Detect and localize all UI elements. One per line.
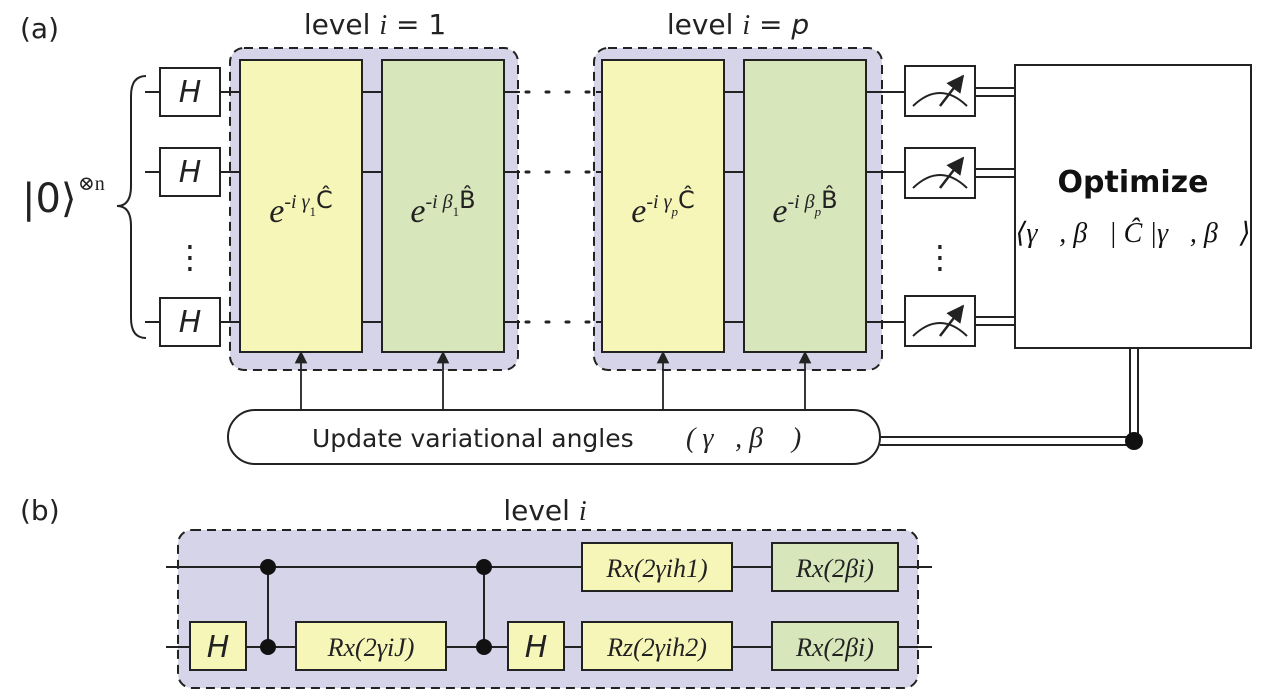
update-angles-params: ( γ⃗, β⃗ ) (686, 423, 801, 454)
rx-beta-gate-bottom-label: Rx(2βi) (795, 633, 874, 662)
cz-gate (476, 559, 492, 655)
svg-text:H: H (179, 75, 202, 110)
meter-icon (904, 65, 976, 117)
parameter-arrows (294, 350, 812, 410)
mixer-gate-p (743, 59, 867, 353)
rx-beta-gate-bottom (771, 621, 899, 671)
level-1-header: level i = 1 (304, 8, 446, 41)
hadamard-gate-b2-label: H (525, 630, 548, 665)
level-p-header: level i = p (667, 8, 809, 41)
mixer-gate-p-label: e-i βpB̂ (772, 186, 837, 230)
mixer-gate-1-label: e-i β1B̂ (410, 186, 475, 230)
input-brace (116, 75, 147, 339)
feedback-node (1125, 432, 1143, 450)
wire-ellipsis (524, 90, 594, 324)
optimize-title: Optimize (1058, 165, 1209, 200)
hadamard-column: H H ⋮ H (159, 67, 221, 347)
update-angles-box (227, 409, 881, 465)
meter-icon (904, 295, 976, 347)
rx-beta-gate-top-label: Rx(2βi) (795, 554, 874, 583)
cz-gate (260, 559, 276, 655)
meter-icon (904, 147, 976, 199)
mixer-gate-1 (381, 59, 505, 353)
cost-gate-p (601, 59, 725, 353)
classical-wires (880, 87, 1139, 446)
panel-b-label: (b) (20, 494, 60, 527)
hadamard-gate-b1 (189, 621, 247, 671)
hadamard-gate-b2 (507, 621, 565, 671)
svg-text:⋮: ⋮ (174, 238, 206, 276)
rx-j-gate (295, 621, 447, 671)
update-angles-label: Update variational angles (312, 424, 634, 453)
panel-a-label: (a) (20, 12, 59, 45)
meter-vdots: ⋮ (924, 238, 956, 276)
optimize-expression: ⟨γ⃗, β⃗| Ĉ |γ⃗, β⃗⟩ (1016, 218, 1251, 249)
rz-h2-gate (581, 621, 733, 671)
rx-beta-gate-top (771, 542, 899, 592)
cost-gate-p-label: e-i γpĈ (631, 184, 694, 230)
hadamard-gate-b1-label: H (207, 630, 230, 665)
rx-h1-gate (581, 542, 733, 592)
rz-h2-gate-label: Rz(2γih2) (606, 633, 707, 662)
input-state: |0⟩ (22, 176, 77, 222)
cost-gate-1 (239, 59, 363, 353)
input-power: ⊗n (78, 173, 105, 195)
rx-j-gate-label: Rx(2γiJ) (327, 633, 415, 662)
svg-text:H: H (179, 155, 202, 190)
level-i-header: level i (503, 494, 586, 527)
svg-text:H: H (179, 305, 202, 340)
rx-h1-gate-label: Rx(2γih1) (605, 554, 707, 583)
optimizer-box (1014, 64, 1252, 349)
cost-gate-1-label: e-i γ1Ĉ (269, 184, 332, 230)
